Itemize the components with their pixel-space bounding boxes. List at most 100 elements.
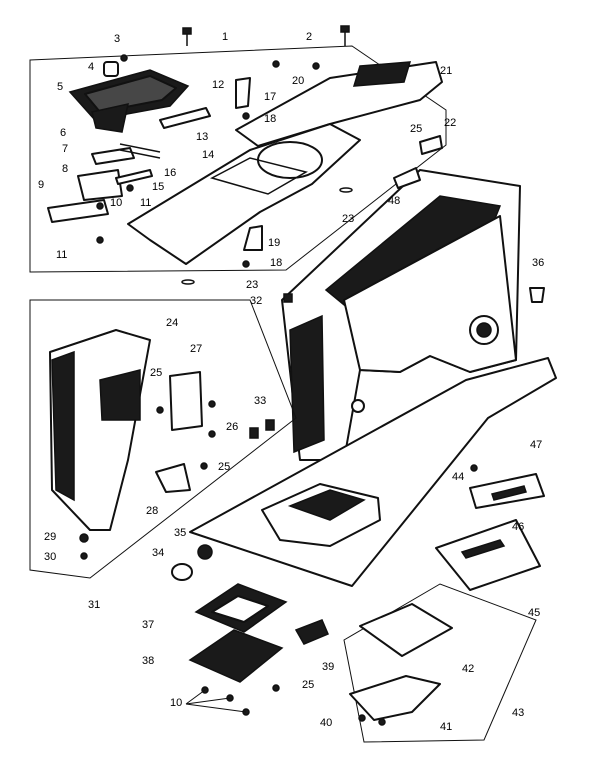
screw-40-b [358, 714, 366, 722]
callout-c6: 6 [60, 127, 66, 139]
bracket-41 [349, 675, 441, 721]
thumb-screw-34 [171, 563, 193, 581]
clip-17 [235, 77, 251, 109]
cover-opening [257, 141, 323, 179]
group-outline-bottom [343, 583, 537, 743]
callout-c23a: 23 [342, 213, 354, 225]
callout-c42: 42 [462, 663, 474, 675]
face-cover-inner [99, 369, 141, 421]
callout-c18b: 18 [270, 257, 282, 269]
screw-11-a [96, 236, 104, 244]
callout-c33: 33 [254, 395, 266, 407]
callout-c24: 24 [166, 317, 178, 329]
bobbin-cover-group [435, 464, 545, 591]
callout-c16: 16 [164, 167, 176, 179]
screw-2 [340, 25, 350, 46]
callout-c10b: 10 [170, 697, 182, 709]
screw-18-a [242, 112, 250, 120]
screw-40-a [378, 718, 386, 726]
cover-plate-42 [359, 603, 453, 657]
thumb-screw-36 [529, 287, 545, 303]
callout-c25d: 25 [410, 123, 422, 135]
screw-20-a [312, 62, 320, 70]
callout-c15: 15 [152, 181, 164, 193]
callout-c27: 27 [190, 343, 202, 355]
callout-c30: 30 [44, 551, 56, 563]
callout-c13: 13 [196, 131, 208, 143]
callout-c11a: 11 [56, 249, 67, 261]
callout-c10a: 10 [110, 197, 122, 209]
callout-c35: 35 [174, 527, 186, 539]
cover-flat-area [209, 157, 308, 195]
link-15 [115, 169, 153, 185]
slide-cover-45 [435, 519, 541, 591]
screw-10 [96, 202, 104, 210]
screw-25-a [156, 406, 164, 414]
callout-c2: 2 [306, 31, 312, 43]
callout-c20: 20 [292, 75, 304, 87]
bar-12 [159, 107, 211, 129]
callout-c3: 3 [114, 33, 120, 45]
callout-c39: 39 [322, 661, 334, 673]
face-plate-group [29, 299, 297, 579]
washer-3 [120, 54, 128, 62]
slide-cover-45-slot [460, 539, 506, 559]
callout-c4: 4 [88, 61, 94, 73]
clip-19 [243, 225, 263, 251]
screw-30 [80, 552, 88, 560]
screw-18-b [242, 260, 250, 268]
group-outline-face [29, 299, 297, 579]
screw-25-b [200, 462, 208, 470]
callout-c23b: 23 [246, 279, 258, 291]
callout-c32: 32 [250, 295, 262, 307]
plate-46-slot [491, 485, 527, 501]
slide-48 [393, 167, 421, 189]
bed-cover-22 [127, 123, 361, 265]
callout-c26: 26 [226, 421, 238, 433]
screw-44 [470, 464, 478, 472]
callout-c1: 1 [222, 31, 228, 43]
callout-c21: 21 [440, 65, 452, 77]
callout-c14: 14 [202, 149, 214, 161]
callout-c22: 22 [444, 117, 456, 129]
machine-head [189, 169, 557, 587]
slide-plate-38 [188, 629, 284, 683]
hinge-27 [169, 371, 203, 431]
leader-10 [185, 689, 247, 713]
callout-c11b: 11 [140, 197, 151, 209]
callout-c12: 12 [212, 79, 224, 91]
callout-c17: 17 [264, 91, 276, 103]
callout-c28: 28 [146, 505, 158, 517]
callout-c36: 36 [532, 257, 544, 269]
callout-c38: 38 [142, 655, 154, 667]
group-outline-top [29, 45, 447, 273]
slide-plate-group [185, 583, 288, 716]
bracket-8 [77, 169, 123, 201]
callout-c41: 41 [440, 721, 452, 733]
top-cover-group [29, 25, 447, 285]
washer-23-a [339, 187, 353, 193]
callout-c44: 44 [452, 471, 464, 483]
callout-c5: 5 [57, 81, 63, 93]
callout-c9: 9 [38, 179, 44, 191]
callout-c29: 29 [44, 531, 56, 543]
screw-26-a [208, 400, 216, 408]
nut-35 [197, 544, 213, 560]
plate-9 [47, 199, 109, 223]
spring-16 [119, 143, 161, 159]
knob-29 [79, 533, 89, 543]
slide-25-top [419, 135, 443, 155]
screw-26-b [208, 430, 216, 438]
callout-c45: 45 [528, 607, 540, 619]
callout-c43: 43 [512, 707, 524, 719]
callout-c7: 7 [62, 143, 68, 155]
screw-11-b [126, 184, 134, 192]
throat-opening [287, 489, 366, 521]
callout-c31: 31 [88, 599, 100, 611]
callout-c18a: 18 [264, 113, 276, 125]
callout-c34: 34 [152, 547, 164, 559]
callout-c47: 47 [530, 439, 542, 451]
callout-c48: 48 [388, 195, 400, 207]
callout-c25a: 25 [150, 367, 162, 379]
